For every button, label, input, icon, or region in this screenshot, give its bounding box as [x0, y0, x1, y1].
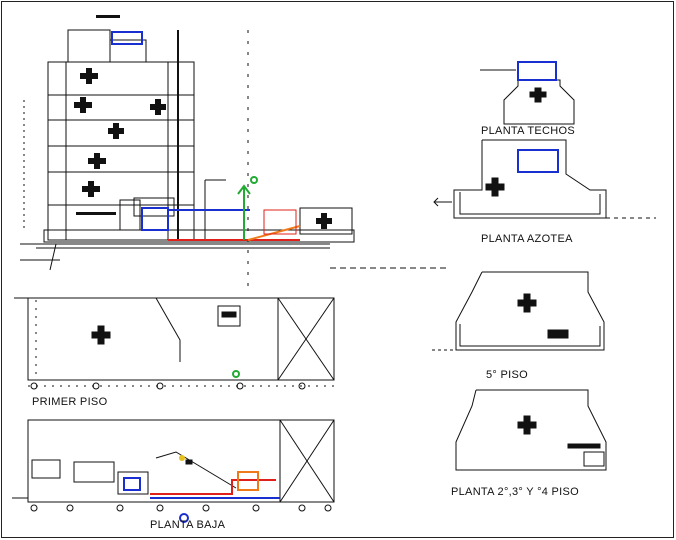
primer-piso-green-node — [232, 370, 240, 378]
label-pisos-2-3-4: PLANTA 2°,3° Y °4 PISO — [451, 486, 579, 498]
planta-azotea-plan — [433, 139, 656, 219]
planta-2-3-4-piso-plan — [455, 389, 607, 471]
planta-baja-installations — [123, 455, 280, 523]
label-primer-piso: PRIMER PISO — [32, 396, 108, 408]
label-planta-azotea: PLANTA AZOTEA — [481, 233, 573, 245]
elevation-room-tags — [74, 15, 332, 229]
planta-techos-plan — [480, 61, 575, 125]
building-elevation — [20, 29, 450, 290]
label-quinto-piso: 5° PISO — [486, 369, 528, 381]
planta-baja-plan — [12, 419, 335, 503]
label-planta-techos: PLANTA TECHOS — [481, 125, 575, 137]
primer-piso-plan — [14, 297, 335, 387]
label-planta-baja: PLANTA BAJA — [150, 519, 226, 531]
quinto-piso-plan — [432, 271, 605, 351]
elevation-installations — [111, 31, 301, 241]
grid-axis-bubbles — [30, 382, 332, 512]
